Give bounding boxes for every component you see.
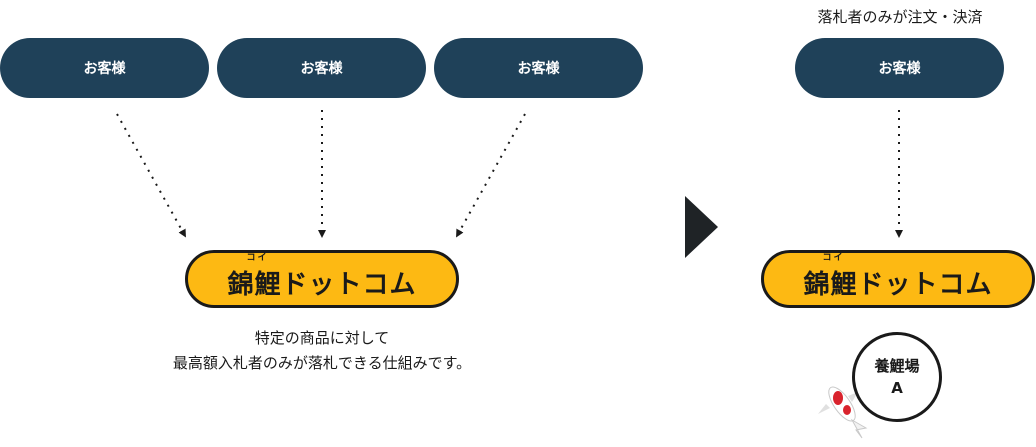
- caption-line-2: 最高額入札者のみが落札できる仕組みです。: [172, 354, 472, 372]
- logo-text: 錦鯉ドットコム: [227, 269, 417, 300]
- customer-pill-3: お客様: [434, 38, 643, 98]
- transition-arrow-icon: [685, 196, 718, 258]
- customer-label: お客様: [878, 61, 921, 77]
- nishikigoi-dotcom-logo: コイ 錦鯉ドットコム: [185, 250, 459, 308]
- koi-farm-circle: 養鯉場 A: [852, 332, 942, 422]
- farm-id: A: [891, 379, 903, 397]
- logo-ruby: コイ: [246, 252, 269, 263]
- caption-line-1: 特定の商品に対して: [254, 329, 390, 347]
- customer-label: お客様: [300, 61, 343, 77]
- nishikigoi-dotcom-logo-right: コイ 錦鯉ドットコム: [761, 250, 1035, 308]
- logo-wordmark: コイ 錦鯉ドットコム: [803, 253, 993, 301]
- auction-caption: 特定の商品に対して 最高額入札者のみが落札できる仕組みです。: [90, 326, 554, 376]
- customer-pill-1: お客様: [0, 38, 209, 98]
- logo-ruby: コイ: [822, 252, 845, 263]
- customer-label: お客様: [517, 61, 560, 77]
- customer-pill-2: お客様: [217, 38, 426, 98]
- winning-customer-pill: お客様: [795, 38, 1004, 98]
- farm-name: 養鯉場: [874, 357, 920, 375]
- logo-wordmark: コイ 錦鯉ドットコム: [227, 253, 417, 301]
- arrow-customer-1-to-logo: [116, 113, 186, 238]
- arrow-customer-3-to-logo: [456, 113, 526, 238]
- logo-text: 錦鯉ドットコム: [803, 269, 993, 300]
- winner-title: 落札者のみが注文・決済: [817, 8, 983, 26]
- customer-label: お客様: [83, 61, 126, 77]
